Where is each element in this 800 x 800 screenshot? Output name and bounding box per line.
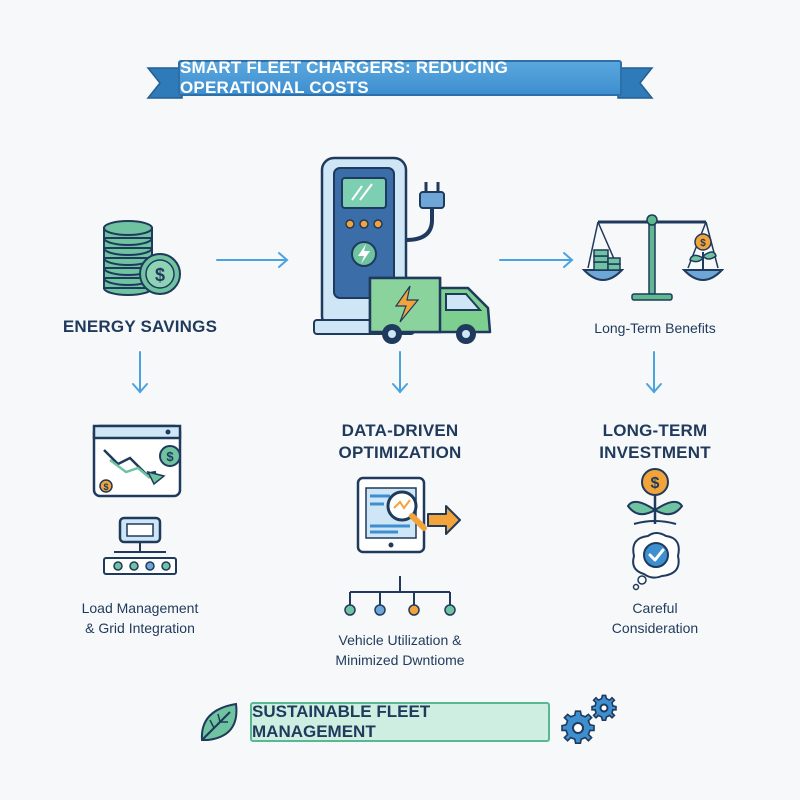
- balance-scale-icon: $: [581, 214, 725, 301]
- ev-charger-van-icon: [313, 156, 492, 344]
- arrow-right-1: [216, 252, 289, 268]
- load-management-label: Load Management & Grid Integration: [50, 598, 230, 638]
- long-term-investment-line2: INVESTMENT: [599, 443, 711, 462]
- footer-text: SUSTAINABLE FLEET MANAGEMENT: [252, 702, 431, 741]
- title-banner-ribbon: [146, 67, 654, 99]
- svg-text:$: $: [166, 449, 174, 464]
- arrow-down-1: [132, 351, 148, 394]
- careful-line2: Consideration: [611, 620, 699, 636]
- load-controller-icon: [103, 516, 177, 575]
- gears-icon: [561, 694, 617, 745]
- data-driven-optimization-label: DATA-DRIVEN OPTIMIZATION: [310, 420, 490, 464]
- svg-text:$: $: [155, 265, 165, 285]
- title-banner: SMART FLEET CHARGERS: REDUCING OPERATION…: [178, 58, 622, 97]
- arrow-down-2: [392, 351, 408, 394]
- vehicle-utilization-label: Vehicle Utilization & Minimized Dwntiome: [300, 630, 500, 670]
- downtrend-dashboard-icon: $ $: [92, 424, 182, 498]
- vehicle-line2: Minimized Dwntiome: [335, 652, 465, 668]
- check-bubble-icon: [632, 532, 680, 591]
- vehicle-line1: Vehicle Utilization &: [338, 632, 462, 648]
- careful-line1: Careful: [632, 600, 678, 616]
- svg-text:$: $: [700, 238, 706, 249]
- coin-stack-dollar-icon: $: [103, 220, 181, 296]
- plant-coin-icon: $: [626, 468, 684, 525]
- footer-banner: SUSTAINABLE FLEET MANAGEMENT: [250, 702, 550, 742]
- leaf-icon: [200, 702, 238, 741]
- energy-savings-label: ENERGY SAVINGS: [62, 317, 218, 336]
- careful-consideration-label: Careful Consideration: [570, 598, 740, 638]
- data-driven-line1: DATA-DRIVEN: [341, 421, 459, 440]
- tablet-magnifier-icon: [356, 476, 461, 554]
- arrow-down-3: [646, 351, 662, 394]
- svg-text:$: $: [651, 475, 660, 492]
- long-term-benefits-label: Long-Term Benefits: [594, 320, 716, 336]
- svg-text:$: $: [103, 482, 108, 492]
- title-text: SMART FLEET CHARGERS: REDUCING OPERATION…: [180, 58, 509, 97]
- long-term-investment-label: LONG-TERM INVESTMENT: [570, 420, 740, 464]
- network-tree-icon: [344, 576, 456, 616]
- load-management-line2: & Grid Integration: [85, 620, 195, 636]
- arrow-right-2: [499, 252, 574, 268]
- load-management-line1: Load Management: [81, 600, 199, 616]
- long-term-investment-line1: LONG-TERM: [602, 421, 708, 440]
- data-driven-line2: OPTIMIZATION: [338, 443, 462, 462]
